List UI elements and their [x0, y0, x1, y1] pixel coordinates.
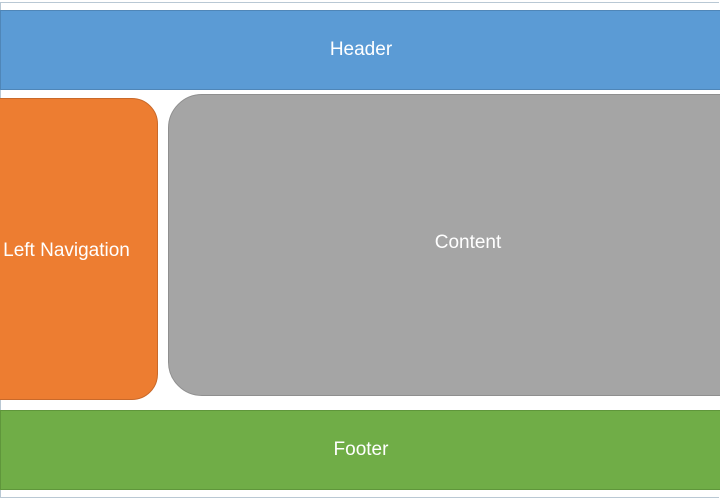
- footer-label: Footer: [333, 439, 389, 460]
- left-navigation-label: Left Navigation: [3, 240, 130, 261]
- footer-block: Footer: [0, 410, 720, 490]
- content-block: Content: [168, 94, 720, 396]
- left-navigation-block: Left Navigation: [0, 98, 158, 400]
- header-block: Header: [0, 10, 720, 90]
- header-label: Header: [329, 39, 393, 60]
- content-label: Content: [434, 232, 502, 253]
